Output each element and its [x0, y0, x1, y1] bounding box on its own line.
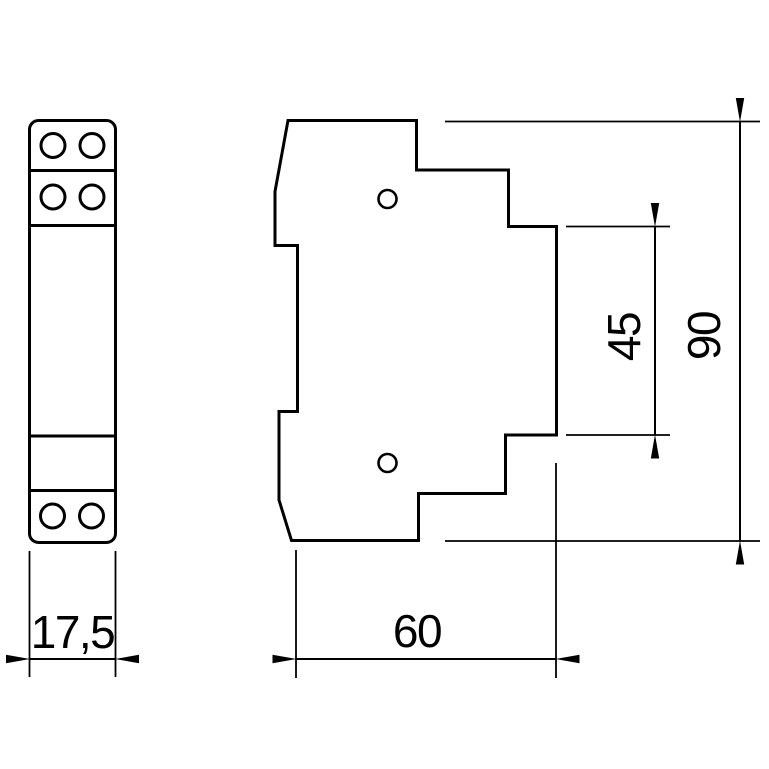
dimension-label-total-height: 90: [678, 312, 730, 360]
dimension-label-inner-height: 45: [598, 313, 650, 361]
dimension-depth: 60: [272, 463, 580, 678]
side-view-hole-top: [377, 188, 398, 210]
terminal-circle-top-right: [78, 132, 106, 159]
dimension-inner-height: 45: [566, 203, 670, 459]
terminal-circle-top-left: [39, 132, 67, 159]
terminal-circle-bottom-right: [78, 502, 105, 530]
side-view-profile-outline: [273, 119, 558, 542]
terminal-circle-row2-left: [39, 183, 67, 211]
front-view-body-outline: [28, 119, 117, 544]
front-view: [28, 119, 117, 544]
dimension-total-height: 90: [445, 98, 760, 565]
terminal-circle-row2-right: [78, 183, 106, 211]
side-view: [273, 119, 558, 542]
dimension-label-depth: 60: [393, 605, 441, 657]
terminal-circle-bottom-left: [39, 502, 66, 530]
dimension-label-front-width: 17,5: [31, 606, 115, 658]
side-view-hole-bottom: [377, 452, 398, 474]
dimension-front-width: 17,5: [6, 551, 139, 677]
